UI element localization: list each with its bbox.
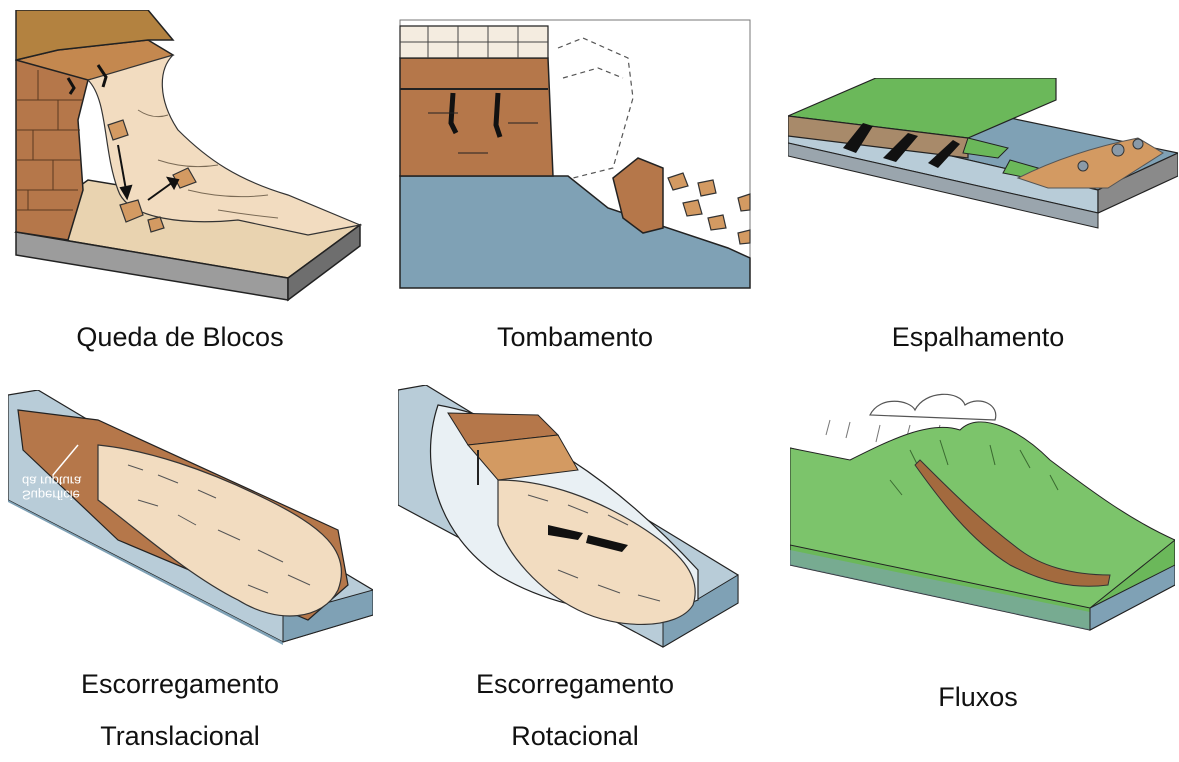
rupture-surface-label: Superficie da ruptura bbox=[22, 473, 81, 502]
caption-line-2: Translacional bbox=[100, 721, 260, 751]
diagram-tombamento bbox=[398, 18, 778, 293]
diagram-fluxos bbox=[790, 380, 1175, 635]
caption-line: Queda de Blocos bbox=[76, 322, 284, 352]
rotational-slide-illustration bbox=[398, 385, 739, 648]
caption-line-2: Rotacional bbox=[511, 721, 639, 751]
caption-line-1: Escorregamento bbox=[80, 669, 280, 699]
flow-illustration bbox=[790, 393, 1175, 631]
caption-tombamento: Tombamento bbox=[420, 324, 730, 351]
caption-fluxos: Fluxos bbox=[823, 684, 1133, 711]
caption-queda-de-blocos: Queda de Blocos bbox=[25, 324, 335, 351]
caption-escorregamento-rotacional: Escorregamento Rotacional bbox=[420, 658, 730, 762]
caption-espalhamento: Espalhamento bbox=[823, 324, 1133, 351]
rupture-surface-label-line-1: Superficie bbox=[22, 487, 80, 503]
rockfall-illustration bbox=[14, 10, 363, 302]
diagram-queda-de-blocos bbox=[8, 10, 368, 305]
diagram-espalhamento bbox=[788, 78, 1178, 253]
toppling-illustration bbox=[399, 19, 751, 289]
caption-line-1: Escorregamento bbox=[475, 669, 675, 699]
rupture-surface-label-line-2: da ruptura bbox=[22, 473, 82, 489]
translational-slide-illustration bbox=[8, 390, 373, 645]
caption-escorregamento-translacional: Escorregamento Translacional bbox=[25, 658, 335, 762]
diagram-escorregamento-rotacional bbox=[398, 385, 768, 650]
spreading-illustration bbox=[788, 78, 1178, 229]
caption-line: Espalhamento bbox=[891, 322, 1065, 352]
caption-line: Tombamento bbox=[496, 322, 654, 352]
caption-line: Fluxos bbox=[938, 682, 1018, 712]
diagram-escorregamento-translacional: Superficie da ruptura bbox=[8, 390, 373, 645]
